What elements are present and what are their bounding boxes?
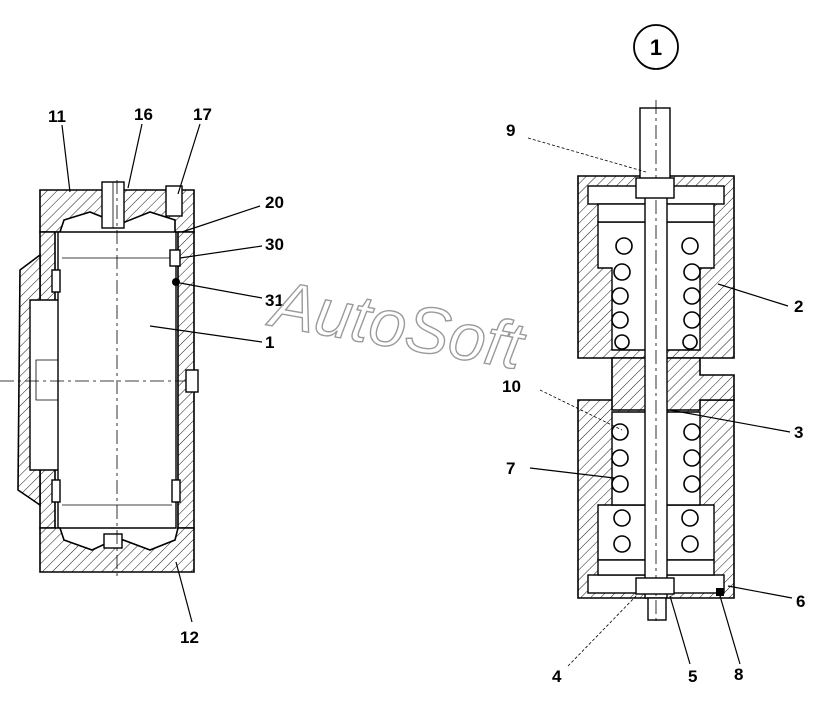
label-17: 17 bbox=[193, 105, 212, 124]
left-assembly bbox=[0, 180, 200, 580]
label-3: 3 bbox=[794, 423, 803, 442]
label-2: 2 bbox=[794, 297, 803, 316]
label-11: 11 bbox=[48, 107, 66, 126]
right-leaders bbox=[527, 137, 793, 667]
nut-9 bbox=[635, 177, 675, 199]
label-7: 7 bbox=[506, 459, 515, 478]
housing-middle bbox=[611, 357, 735, 411]
label-5: 5 bbox=[688, 667, 697, 686]
label-4: 4 bbox=[552, 667, 562, 686]
watermark: AutoSoft bbox=[262, 265, 531, 383]
label-1: 1 bbox=[265, 333, 274, 352]
label-31: 31 bbox=[265, 291, 284, 310]
label-10: 10 bbox=[502, 377, 521, 396]
left-leaders bbox=[61, 123, 263, 623]
label-30: 30 bbox=[265, 235, 284, 254]
label-16: 16 bbox=[134, 105, 153, 124]
nut-bottom bbox=[635, 577, 675, 595]
seal-30 bbox=[169, 249, 181, 267]
lower-spring bbox=[611, 423, 701, 553]
center-rod bbox=[639, 107, 671, 189]
label-20: 20 bbox=[265, 193, 284, 212]
label-12: 12 bbox=[180, 628, 199, 647]
right-assembly bbox=[577, 100, 735, 625]
figure-number-text: 1 bbox=[650, 35, 662, 60]
figure-number: 1 bbox=[633, 24, 679, 70]
label-9: 9 bbox=[506, 121, 515, 140]
label-6: 6 bbox=[796, 592, 805, 611]
label-8: 8 bbox=[734, 665, 743, 684]
oring-31 bbox=[172, 278, 180, 286]
upper-spring bbox=[611, 237, 701, 350]
plug-8 bbox=[716, 588, 724, 596]
